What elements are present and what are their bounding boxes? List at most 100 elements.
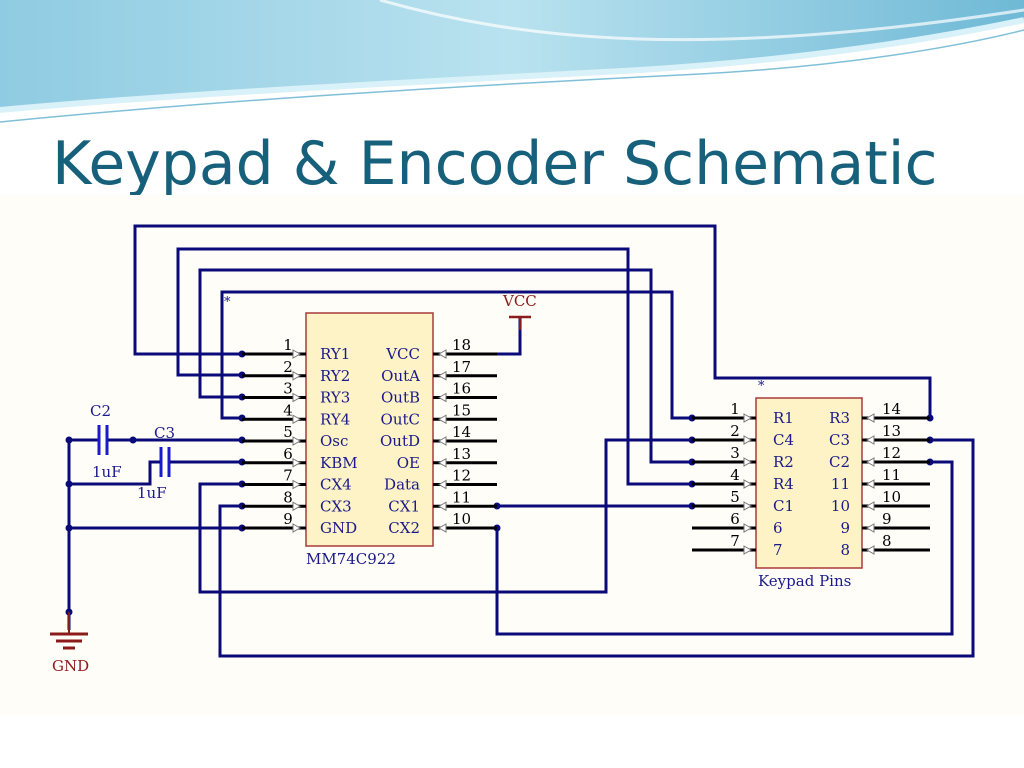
encoder-left-pin-label: GND: [320, 519, 357, 537]
encoder-right-pin-number: 17: [452, 358, 471, 376]
encoder-right-pin-number: 11: [452, 488, 471, 506]
gnd-symbol: GND: [50, 612, 89, 675]
encoder-right-pin-number: 10: [452, 510, 471, 528]
keypad-right-pin-label: 9: [840, 519, 850, 537]
encoder-left-pin-number: 7: [283, 467, 293, 485]
encoder-part-label: MM74C922: [306, 550, 396, 568]
keypad-left-pin-label: R2: [773, 453, 794, 471]
keypad-right-pin-label: R3: [829, 409, 850, 427]
keypad-right-pin-11: 11 11: [831, 466, 930, 493]
encoder-right-pins: 18VCC17OutA16OutB15OutC14OutD13OE12Data1…: [380, 336, 497, 537]
encoder-right-pin-label: CX1: [388, 497, 420, 515]
keypad-right-pin-label: C3: [829, 431, 850, 449]
keypad-left-pin-label: C1: [773, 497, 794, 515]
wire-ry3-r2: [198, 268, 692, 464]
encoder-right-pin-label: Data: [384, 476, 420, 494]
keypad-right-pin-label: 10: [831, 497, 850, 515]
c2-value-label: 1uF: [92, 463, 122, 481]
encoder-right-pin-number: 18: [452, 336, 471, 354]
encoder-left-pin-label: Osc: [320, 432, 348, 450]
c3-ref-label: C3: [154, 424, 175, 442]
encoder-left-pin-label: CX3: [320, 497, 352, 515]
keypad-left-pin-number: 3: [730, 444, 740, 462]
keypad-right-pin-number: 11: [882, 466, 901, 484]
keypad-name-label: Keypad Pins: [758, 572, 851, 590]
capacitor-c3: C3 1uF: [137, 424, 178, 502]
encoder-left-pin-number: 3: [283, 380, 293, 398]
keypad-left-pin-number: 6: [730, 510, 740, 528]
keypad-right-pin-number: 12: [882, 444, 901, 462]
schematic-background: [0, 195, 1024, 715]
gnd-label: GND: [52, 657, 89, 675]
slide-title: Keypad & Encoder Schematic: [52, 129, 938, 199]
encoder-left-pin-number: 5: [283, 423, 293, 441]
encoder-right-pin-number: 13: [452, 445, 471, 463]
wire-cx3-c3: [218, 438, 975, 658]
keypad-left-pin-label: 7: [773, 541, 783, 559]
encoder-right-pin-label: OE: [397, 454, 420, 472]
encoder-right-pin-label: OutC: [381, 410, 420, 428]
encoder-marker: *: [224, 295, 231, 310]
keypad-right-pin-number: 14: [882, 400, 901, 418]
keypad-left-pin-label: 6: [773, 519, 783, 537]
keypad-right-pin-label: 11: [831, 475, 850, 493]
keypad-right-pin-number: 8: [882, 532, 892, 550]
encoder-left-pin-label: RY2: [320, 367, 350, 385]
encoder-left-pin-number: 8: [283, 488, 293, 506]
keypad-right-pin-9: 99: [840, 510, 930, 537]
keypad-left-pin-number: 5: [730, 488, 740, 506]
keypad-connector: * Keypad Pins: [755, 379, 863, 590]
c2-ref-label: C2: [90, 402, 111, 420]
encoder-left-pin-number: 2: [283, 358, 293, 376]
encoder-left-pin-number: 1: [283, 336, 293, 354]
interconnect-wires: [67, 224, 975, 658]
wire-ry4-r1: [220, 290, 692, 420]
keypad-right-pin-number: 9: [882, 510, 892, 528]
wire-ry2-r4: [176, 247, 692, 486]
keypad-left-pin-number: 4: [730, 466, 740, 484]
keypad-left-pin-number: 2: [730, 422, 740, 440]
encoder-right-pin-label: OutA: [381, 367, 420, 385]
slide-header-banner: [0, 0, 1024, 123]
encoder-right-pin-label: CX2: [388, 519, 420, 537]
encoder-left-pin-number: 4: [283, 401, 293, 419]
encoder-right-pin-number: 16: [452, 380, 471, 398]
keypad-left-pin-label: R4: [773, 475, 794, 493]
keypad-right-pin-label: C2: [829, 453, 850, 471]
wire-ry1-r3: [133, 224, 932, 418]
encoder-left-pin-label: CX4: [320, 476, 352, 494]
capacitor-c2: C2 1uF: [90, 402, 133, 481]
encoder-left-pin-label: RY3: [320, 389, 350, 407]
keypad-left-pin-label: R1: [773, 409, 794, 427]
encoder-right-pin-label: VCC: [385, 345, 420, 363]
keypad-left-pin-label: C4: [773, 431, 794, 449]
